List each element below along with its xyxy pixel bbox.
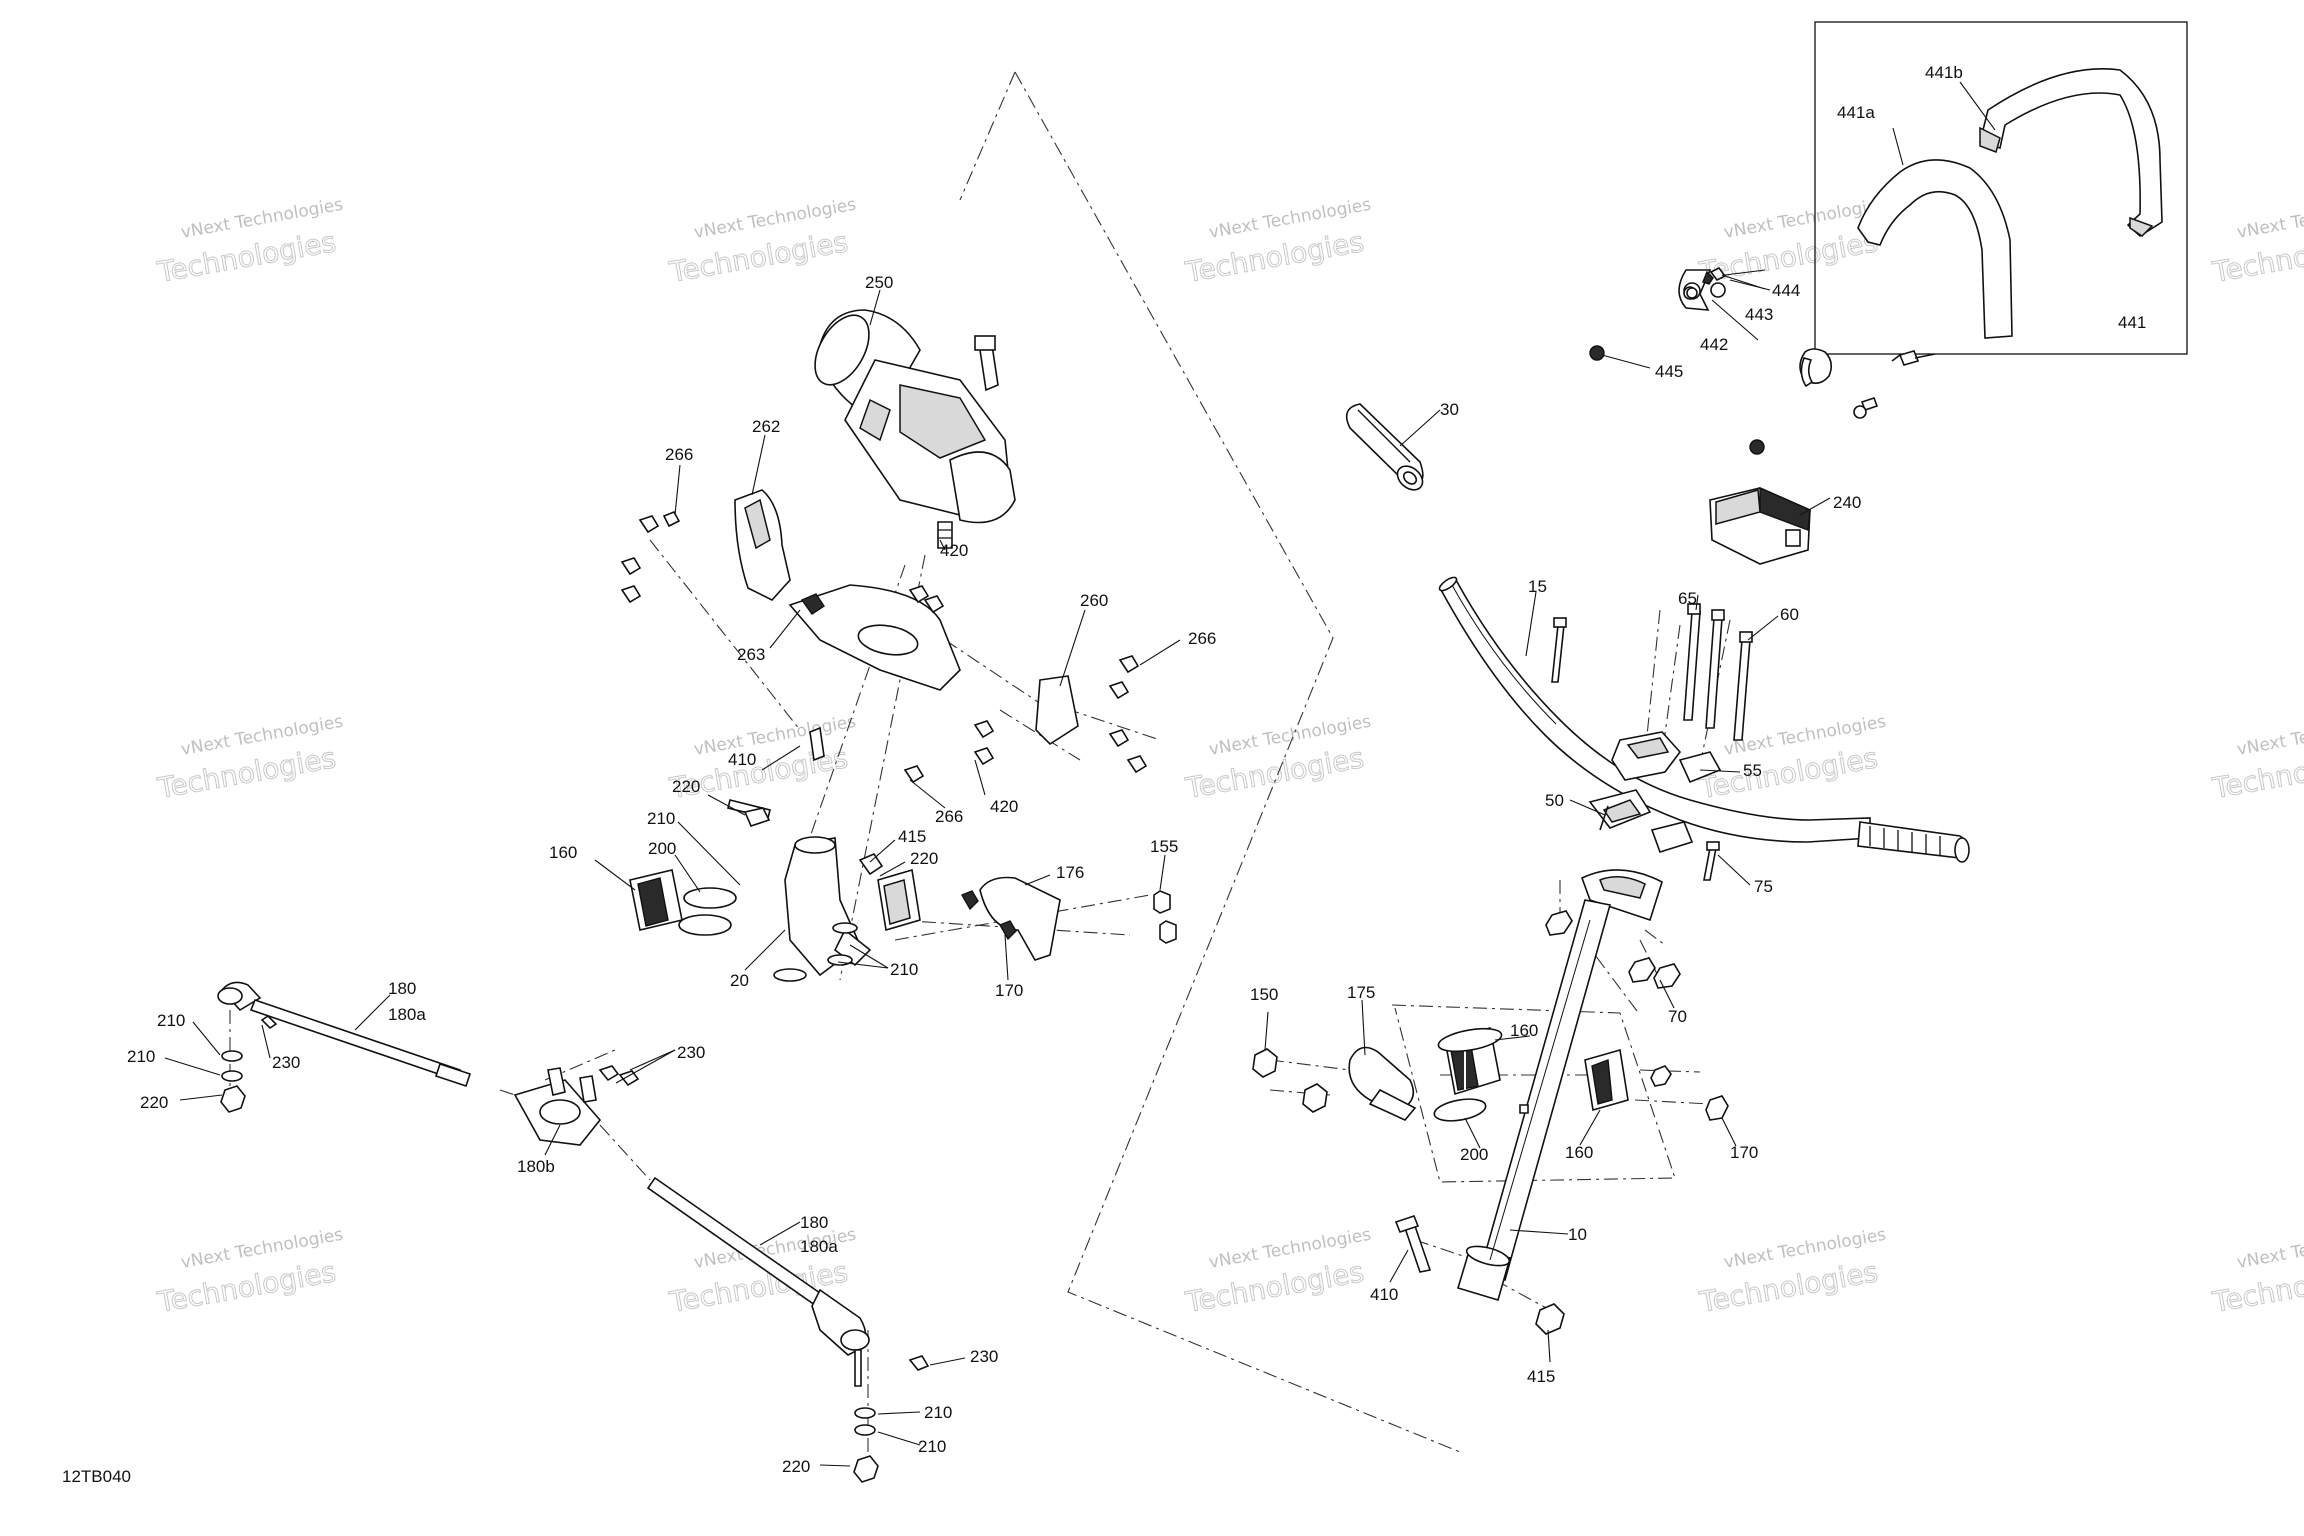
callout-420-top: 420 [940, 541, 968, 560]
handlebar-assembly [1252, 266, 1970, 1335]
clamp-bolts [1551, 603, 1753, 741]
grip-left [1345, 403, 1424, 491]
callout-170-left: 170 [995, 981, 1023, 1000]
tie-rods [217, 981, 930, 1483]
callout-266-bottom: 266 [935, 807, 963, 826]
callout-230-c: 230 [970, 1347, 998, 1366]
callout-180b: 180b [517, 1157, 555, 1176]
callout-210-f: 210 [918, 1437, 946, 1456]
callout-210-c: 210 [157, 1011, 185, 1030]
callout-262: 262 [752, 417, 780, 436]
callout-220-c: 220 [140, 1093, 168, 1112]
diagram-code: 12TB040 [62, 1467, 131, 1486]
steering-column [1457, 869, 1663, 1301]
callout-415-left: 415 [898, 827, 926, 846]
callout-220-b: 220 [910, 849, 938, 868]
callout-160-right-1: 160 [1510, 1021, 1538, 1040]
callout-200-right: 200 [1460, 1145, 1488, 1164]
callout-180-lower: 180 [800, 1213, 828, 1232]
callout-160-left: 160 [549, 843, 577, 862]
callout-75: 75 [1754, 877, 1773, 896]
callout-441b: 441b [1925, 63, 1963, 82]
damper-left-1 [629, 869, 683, 931]
svg-text:vNext Technologies: vNext Technologies [2235, 712, 2304, 760]
callout-70: 70 [1668, 1007, 1687, 1026]
callout-65: 65 [1678, 589, 1697, 608]
callout-210-d: 210 [127, 1047, 155, 1066]
callout-60: 60 [1780, 605, 1799, 624]
callout-266-right: 266 [1188, 629, 1216, 648]
callout-441a: 441a [1837, 103, 1875, 122]
callout-250: 250 [865, 273, 893, 292]
callout-240: 240 [1833, 493, 1861, 512]
callout-15: 15 [1528, 577, 1547, 596]
callout-263: 263 [737, 645, 765, 664]
callout-180-upper: 180 [388, 979, 416, 998]
callout-220-d: 220 [782, 1457, 810, 1476]
callout-210-b: 210 [890, 960, 918, 979]
leader-lines [164, 269, 1831, 1467]
callout-445: 445 [1655, 362, 1683, 381]
damper-right-1 [1437, 1027, 1503, 1096]
damper-right-2 [1584, 1048, 1629, 1112]
callout-444: 444 [1772, 281, 1800, 300]
callout-10: 10 [1568, 1225, 1587, 1244]
damper-left-2 [877, 868, 921, 932]
handlebar [1438, 576, 1970, 863]
callout-175: 175 [1347, 983, 1375, 1002]
callout-220-a: 220 [672, 777, 700, 796]
inset-box-441 [1814, 21, 2188, 355]
callout-150: 150 [1250, 985, 1278, 1004]
callout-410-left: 410 [728, 750, 756, 769]
callout-55: 55 [1743, 761, 1762, 780]
callout-230-b: 230 [677, 1043, 705, 1062]
switch-housing [1709, 486, 1811, 565]
callout-410-right: 410 [1370, 1285, 1398, 1304]
pitman-arm [773, 836, 872, 982]
callout-442: 442 [1700, 335, 1728, 354]
callout-230-a: 230 [272, 1053, 300, 1072]
callout-180a-upper: 180a [388, 1005, 426, 1024]
callout-441: 441 [2118, 313, 2146, 332]
callout-labels: 441 441a 441b 444 443 442 445 30 240 15 … [62, 63, 2146, 1486]
steering-gear-assembly [620, 309, 1177, 982]
callout-170-right: 170 [1730, 1143, 1758, 1162]
callout-443: 443 [1745, 305, 1773, 324]
callout-210-e: 210 [924, 1403, 952, 1422]
callout-266-top: 266 [665, 445, 693, 464]
callout-420-bottom: 420 [990, 797, 1018, 816]
power-steering-unit [814, 309, 1016, 549]
svg-text:vNext Technologies: vNext Technologies [2235, 195, 2304, 243]
callout-210-a: 210 [647, 809, 675, 828]
callout-176: 176 [1056, 863, 1084, 882]
callout-155: 155 [1150, 837, 1178, 856]
callout-20: 20 [730, 971, 749, 990]
svg-text:vNext Technologies: vNext Technologies [2235, 1225, 2304, 1273]
callout-200-left: 200 [648, 839, 676, 858]
callout-260: 260 [1080, 591, 1108, 610]
callout-160-right-2: 160 [1565, 1143, 1593, 1162]
callout-30: 30 [1440, 400, 1459, 419]
callout-50: 50 [1545, 791, 1564, 810]
callout-180a-lower: 180a [800, 1237, 838, 1256]
callout-415-right: 415 [1527, 1367, 1555, 1386]
